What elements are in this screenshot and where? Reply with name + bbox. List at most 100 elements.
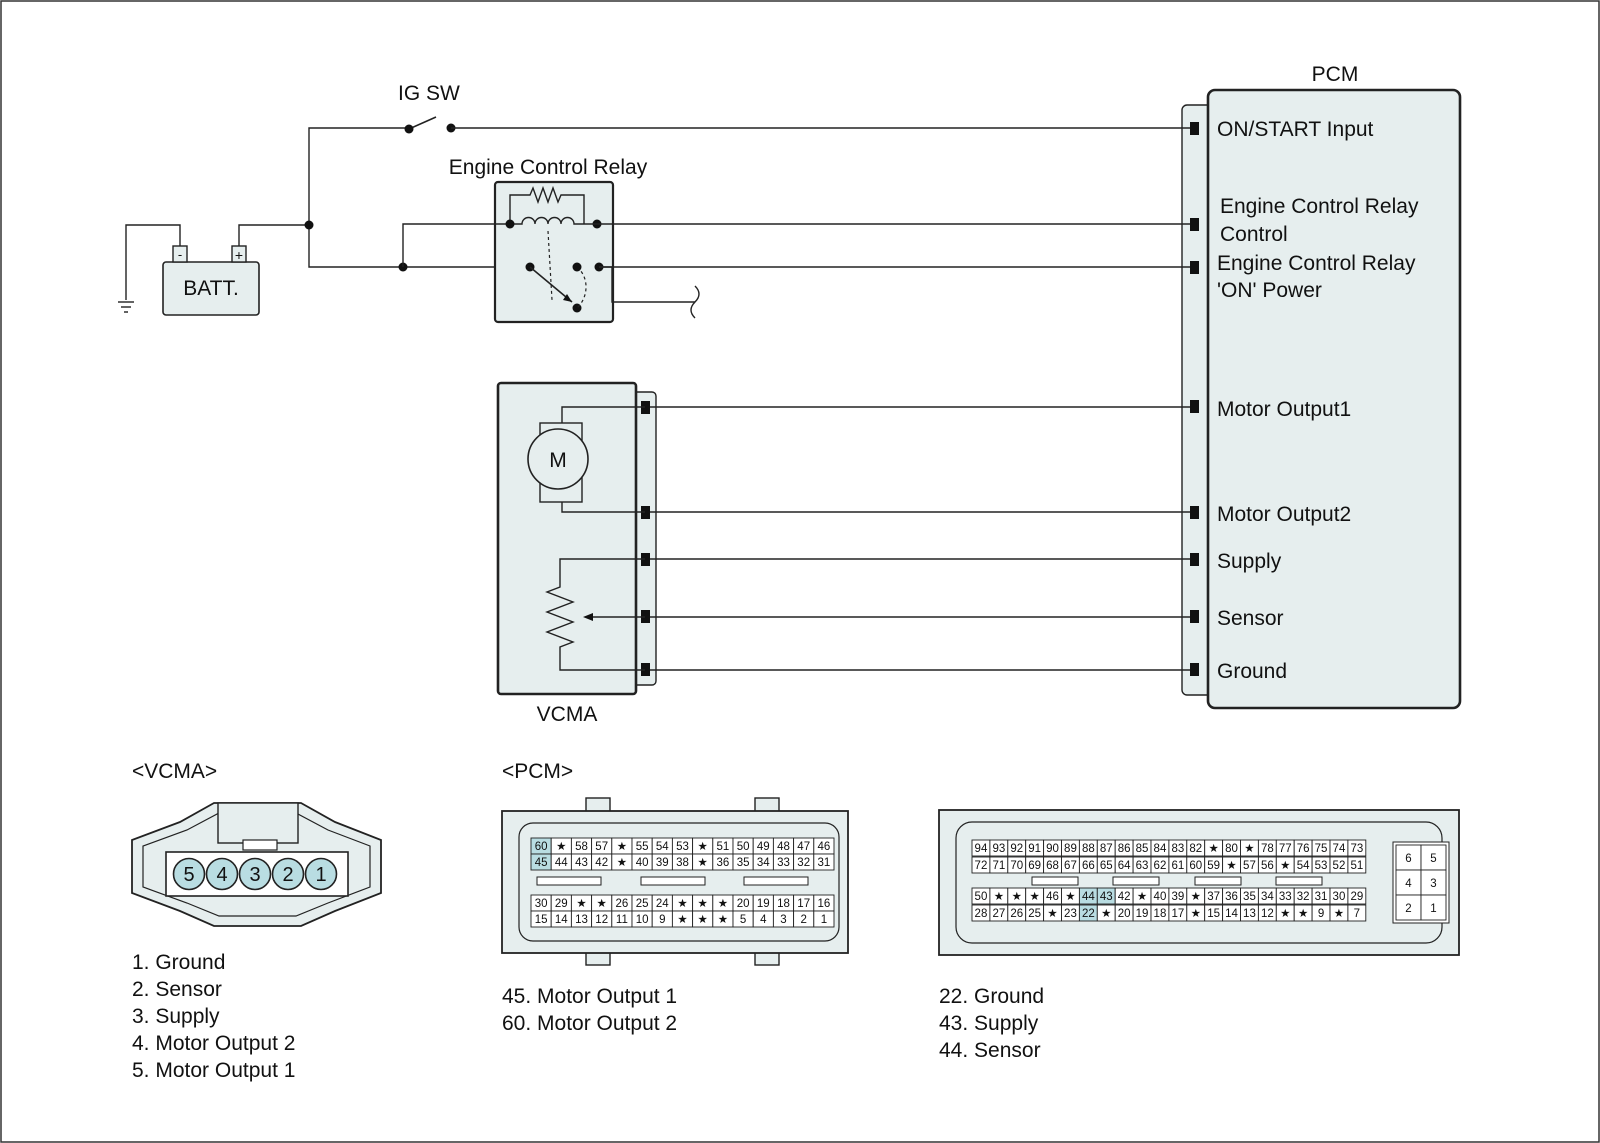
pcm-terminal	[1190, 610, 1199, 623]
pcm-b-legend-2: 43. Supply	[939, 1012, 1039, 1035]
pcm-terminal	[1190, 400, 1199, 413]
ig-feed-wire	[308, 127, 410, 225]
pcm-b-pin-label: 74	[1333, 843, 1346, 855]
pcm-a-pin-label: 3	[780, 914, 786, 926]
pcm-b-pin-label: 78	[1261, 843, 1274, 855]
vcma-connector-title: <VCMA>	[132, 760, 217, 783]
pcm-b-pin-label: 31	[1315, 891, 1328, 903]
pcm-a-legend-1: 45. Motor Output 1	[502, 985, 677, 1008]
pcm-b-pin-label: 66	[1082, 860, 1095, 872]
pcm-b-pin-label: 51	[1350, 860, 1363, 872]
pcm-a-pin-label: 16	[818, 898, 831, 910]
pcm-b-pin-label: 35	[1243, 891, 1256, 903]
pcm-b-pin-label: 43	[1100, 891, 1113, 903]
pcm-b-pin-label: 57	[1243, 860, 1256, 872]
pcm-b-pin-label: 34	[1261, 891, 1274, 903]
vcma-pin	[304, 857, 338, 891]
pcm-a-pin-label: 25	[636, 898, 649, 910]
pcm-b-pin-label: ★	[1029, 891, 1039, 903]
pcm-b-pin-label: 73	[1350, 843, 1363, 855]
pcm-b-pin-label: 60	[1189, 860, 1202, 872]
relay-switch-blade	[529, 266, 573, 303]
pcm-pin-motor-output2: Motor Output2	[1217, 503, 1351, 526]
pcm-b-pin-label: 40	[1154, 891, 1167, 903]
pcm-a-pin-label: 48	[777, 841, 790, 853]
pcm-b-pin-label: 23	[1064, 908, 1077, 920]
pcm-b-pin-label: ★	[1244, 843, 1254, 855]
pcm-pin-ecr-power-line1: Engine Control Relay	[1217, 252, 1416, 275]
vcma-pin-number: 5	[183, 864, 194, 886]
pcm-b-pin-label: 30	[1333, 891, 1346, 903]
pcm-b-cell	[1347, 856, 1367, 874]
vcma-legend-4: 4. Motor Output 2	[132, 1032, 295, 1055]
pcm-b-pin-label: 25	[1028, 908, 1041, 920]
pcm-b-pin-label: 92	[1010, 843, 1023, 855]
ig-sw-label: IG SW	[398, 82, 460, 105]
ground-symbol-icon	[118, 301, 134, 313]
pcm-b-pin-label: 68	[1046, 860, 1059, 872]
motor-label: M	[549, 449, 567, 472]
ig-switch-blade	[408, 116, 437, 130]
pcm-b-pin-label: 27	[992, 908, 1005, 920]
motor-icon	[527, 428, 589, 490]
pcm-b-pin-label: 15	[1207, 908, 1220, 920]
pcm-a-pin-label: 15	[535, 914, 548, 926]
pcm-b-pin-label: 77	[1279, 843, 1292, 855]
pcm-pin-motor-output1: Motor Output1	[1217, 398, 1351, 421]
engine-control-relay: Engine Control Relay	[402, 156, 1190, 324]
pcm-a-pin-label: 36	[717, 857, 730, 869]
pcm-b-pin-label: 50	[975, 891, 988, 903]
pcm-b-pin-label: 12	[1261, 908, 1274, 920]
vcma-legend-5: 5. Motor Output 1	[132, 1059, 295, 1082]
potentiometer-icon	[545, 558, 645, 671]
pcm-a-pin-label: 31	[818, 857, 831, 869]
pcm-a-pin-label: 55	[636, 841, 649, 853]
pcm-a-pin-label: 50	[737, 841, 750, 853]
pcm-a-pin-label: ★	[698, 914, 708, 926]
pcm-a-pin-label: 12	[595, 914, 608, 926]
pcm-a-pin-label: 42	[595, 857, 608, 869]
pcm-b-pin-label: 84	[1154, 843, 1167, 855]
pcm-b-pin-label: 90	[1046, 843, 1059, 855]
wire-break-icon	[690, 285, 700, 319]
pcm-b-side-pin-label: 3	[1430, 878, 1436, 890]
pcm-a-pin-label: 5	[740, 914, 746, 926]
pcm-a-pin-label: 33	[777, 857, 790, 869]
pcm-a-pin-label: ★	[617, 857, 627, 869]
pcm-terminal	[1190, 218, 1199, 231]
pcm-a-pin-label: 14	[555, 914, 568, 926]
pcm-b-pin-label: ★	[1226, 860, 1236, 872]
pcm-b-cell	[1347, 904, 1367, 922]
pcm-b-side-pin-label: 1	[1430, 903, 1436, 915]
pcm-b-pin-label: ★	[1191, 891, 1201, 903]
vcma-pin-number: 1	[315, 864, 326, 886]
pcm-a-pin-label: 60	[535, 841, 548, 853]
pcm-b-pin-label: 94	[975, 843, 988, 855]
pcm-a-pin-label: 58	[575, 841, 588, 853]
pcm-a-pin-label: ★	[698, 841, 708, 853]
pcm-b-pin-label: 89	[1064, 843, 1077, 855]
vcma-pin	[205, 857, 239, 891]
vcma-connector-key	[242, 839, 278, 851]
pcm-a-pin-label: 35	[737, 857, 750, 869]
motor-wire-2	[561, 502, 645, 513]
pcm-a-pin-label: 26	[616, 898, 629, 910]
pcm-b-pin-label: 87	[1100, 843, 1113, 855]
pcm-pin-ecr-control-line2: Control	[1220, 223, 1288, 246]
vcma-pin-number: 2	[282, 864, 293, 886]
pcm-a-pin-label: ★	[597, 898, 607, 910]
pcm-b-pin-label: ★	[994, 891, 1004, 903]
power-wiring: IG SW	[304, 82, 1190, 272]
pcm-b-pin-label: ★	[1298, 908, 1308, 920]
pcm-a-pin-label: ★	[677, 914, 687, 926]
pcm-b-pin-label: 36	[1225, 891, 1238, 903]
pcm-b-pin-label: 72	[975, 860, 988, 872]
relay-coil-feed-wire	[402, 223, 510, 267]
pcm-b-pin-label: 39	[1171, 891, 1184, 903]
pcm-b-pin-label: 62	[1154, 860, 1167, 872]
connector-slot	[1275, 876, 1323, 886]
